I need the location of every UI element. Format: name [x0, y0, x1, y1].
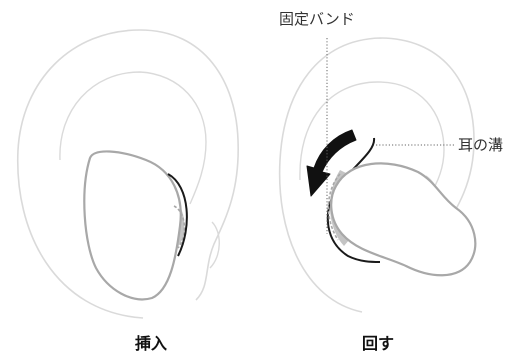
ear-groove-label: 耳の溝 [458, 136, 504, 154]
right-ear-outline [278, 37, 475, 313]
left-ear-outline [16, 29, 239, 319]
right-earbud-body [330, 162, 477, 277]
band-label: 固定バンド [279, 10, 355, 28]
left-eartip-dashed [173, 205, 186, 249]
rotate-illustration [278, 37, 477, 313]
left-stability-band [167, 173, 188, 257]
left-ear-inner-fold [59, 71, 207, 205]
left-earbud-body [83, 150, 182, 301]
left-ear-tragus [209, 221, 220, 269]
rotate-caption: 回す [362, 334, 395, 353]
insert-illustration [16, 29, 239, 319]
right-ear-inner-fold [299, 81, 445, 199]
rotate-arrow-icon [306, 129, 357, 197]
right-eartip-dashed [327, 173, 341, 241]
right-stability-band [326, 137, 381, 263]
insert-caption: 挿入 [135, 334, 168, 353]
